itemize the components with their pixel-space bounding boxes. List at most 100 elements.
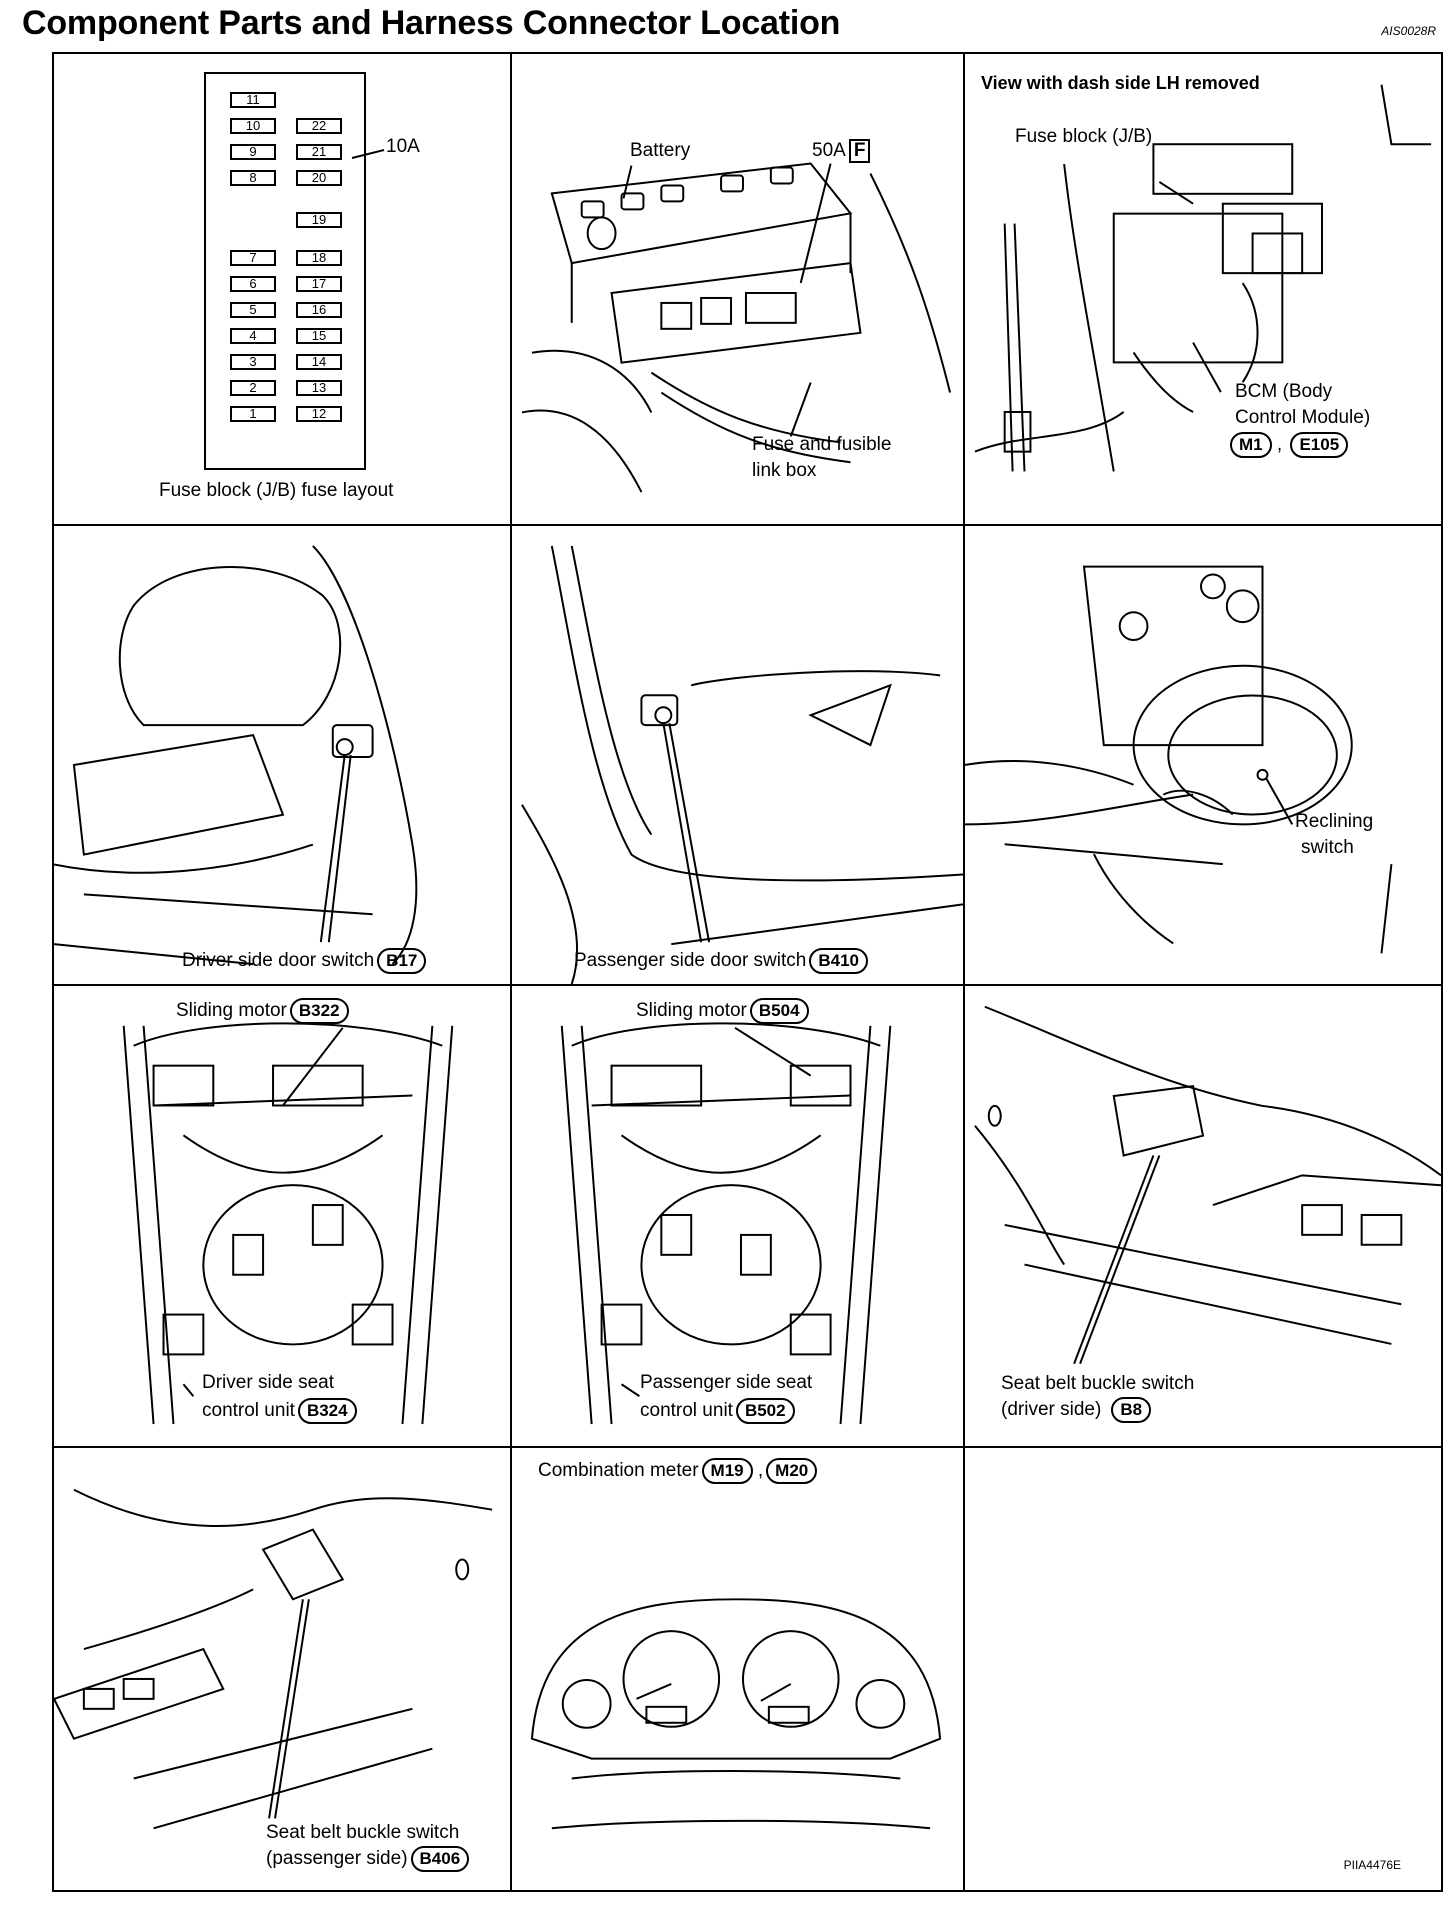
driver-door-switch-text: Driver side door switch xyxy=(182,950,375,972)
fuse-slot-8: 8 xyxy=(230,170,276,186)
fuse-slot-17: 17 xyxy=(296,276,342,292)
fuse-slot-11: 11 xyxy=(230,92,276,108)
bcm-view-label: View with dash side LH removed xyxy=(981,73,1260,93)
bcm-label-line2: Control Module) xyxy=(1235,407,1371,428)
buckle-driver-label-line1: Seat belt buckle switch xyxy=(1001,1373,1195,1394)
driver-door-illustration xyxy=(54,545,418,966)
buckle-passenger-label-line1: Seat belt buckle switch xyxy=(266,1822,460,1843)
meter-illustration xyxy=(530,1598,942,1830)
reclining-illustration xyxy=(965,565,1393,954)
reclining-panel: Reclining switch xyxy=(965,526,1441,986)
fuse-slot-20: 20 xyxy=(296,170,342,186)
fuse-slot-14: 14 xyxy=(296,354,342,370)
fuse-slot-5: 5 xyxy=(230,302,276,318)
battery-label: Battery xyxy=(630,140,691,161)
fuse-slot-2: 2 xyxy=(230,380,276,396)
fuse-value: 50A xyxy=(812,140,846,161)
bcm-label-line1: BCM (Body xyxy=(1235,381,1333,402)
page-title: Component Parts and Harness Connector Lo… xyxy=(22,4,841,42)
connector-separator: , xyxy=(1276,434,1283,456)
passenger-door-switch-text: Passenger side door switch xyxy=(574,950,807,972)
reclining-label-line1: Reclining xyxy=(1295,811,1374,832)
passenger-seat-unit-label-line1: Passenger side seat xyxy=(640,1372,813,1393)
driver-seat-illustration xyxy=(122,1022,454,1425)
passenger-door-illustration xyxy=(521,545,963,984)
figure-code: PIIA4476E xyxy=(1343,1858,1401,1872)
buckle-passenger-label-line2: (passenger side)B406 xyxy=(266,1846,470,1872)
buckle-driver-text: (driver side) xyxy=(1001,1399,1102,1421)
passenger-seat-illustration xyxy=(560,1022,892,1425)
passenger-seat-unit-text: control unit xyxy=(640,1400,733,1422)
fuse-slot-19: 19 xyxy=(296,212,342,228)
bcm-connectors: M1 , E105 xyxy=(1227,432,1349,458)
page-code: AIS0028R xyxy=(1381,24,1436,38)
fuse-slot-7: 7 xyxy=(230,250,276,266)
driver-seat-unit-text: control unit xyxy=(202,1400,295,1422)
buckle-passenger-illustration xyxy=(54,1488,493,1830)
buckle-driver-label-line2: (driver side) B8 xyxy=(1001,1397,1152,1423)
connector-m20: M20 xyxy=(766,1458,818,1484)
fuse-box-label-line1: Fuse and fusible xyxy=(752,434,892,455)
buckle-passenger-text: (passenger side) xyxy=(266,1848,408,1870)
passenger-sliding-motor-text: Sliding motor xyxy=(636,1000,747,1022)
fuse-slot-13: 13 xyxy=(296,380,342,396)
fuse-slot-21: 21 xyxy=(296,144,342,160)
fuse-box-label-line2: link box xyxy=(752,460,817,481)
buckle-driver-panel: Seat belt buckle switch (driver side) B8 xyxy=(965,986,1441,1448)
connector-m1: M1 xyxy=(1230,432,1272,458)
connector-b502: B502 xyxy=(735,1398,795,1424)
connector-m19: M19 xyxy=(701,1458,753,1484)
connector-separator: , xyxy=(757,1460,764,1482)
empty-panel: PIIA4476E xyxy=(965,1448,1441,1890)
fuse-slot-1: 1 xyxy=(230,406,276,422)
fuse-callout-label: 10A xyxy=(386,136,420,157)
bcm-panel: View with dash side LH removed Fuse bloc… xyxy=(965,54,1441,526)
connector-b17: B17 xyxy=(377,948,427,974)
buckle-passenger-panel: Seat belt buckle switch (passenger side)… xyxy=(54,1448,512,1890)
fuse-slot-12: 12 xyxy=(296,406,342,422)
connector-b8: B8 xyxy=(1111,1397,1152,1423)
connector-b504: B504 xyxy=(749,998,809,1024)
connector-b410: B410 xyxy=(809,948,868,974)
combination-meter-text: Combination meter xyxy=(538,1460,699,1482)
fuse-slot-9: 9 xyxy=(230,144,276,160)
connector-e105: E105 xyxy=(1290,432,1349,458)
fuse-slot-22: 22 xyxy=(296,118,342,134)
reclining-label-line2: switch xyxy=(1301,837,1354,858)
fuse-layout-caption: Fuse block (J/B) fuse layout xyxy=(159,480,394,501)
fuse-slot-15: 15 xyxy=(296,328,342,344)
connector-b406: B406 xyxy=(410,1846,470,1872)
fuse-slot-18: 18 xyxy=(296,250,342,266)
connector-b324: B324 xyxy=(297,1398,357,1424)
bcm-illustration xyxy=(974,84,1432,472)
fuse-slot-6: 6 xyxy=(230,276,276,292)
fuse-slot-4: 4 xyxy=(230,328,276,344)
battery-illustration xyxy=(521,162,952,493)
fuse-letter-box: F xyxy=(848,139,871,163)
connector-b322: B322 xyxy=(289,998,349,1024)
buckle-driver-illustration xyxy=(974,1005,1441,1365)
driver-sliding-motor-text: Sliding motor xyxy=(176,1000,287,1022)
fuse-slot-16: 16 xyxy=(296,302,342,318)
fuse-callout-line xyxy=(351,149,385,159)
driver-seat-unit-label-line1: Driver side seat xyxy=(202,1372,334,1393)
fuse-slot-10: 10 xyxy=(230,118,276,134)
bcm-fuse-block-label: Fuse block (J/B) xyxy=(1015,126,1153,147)
